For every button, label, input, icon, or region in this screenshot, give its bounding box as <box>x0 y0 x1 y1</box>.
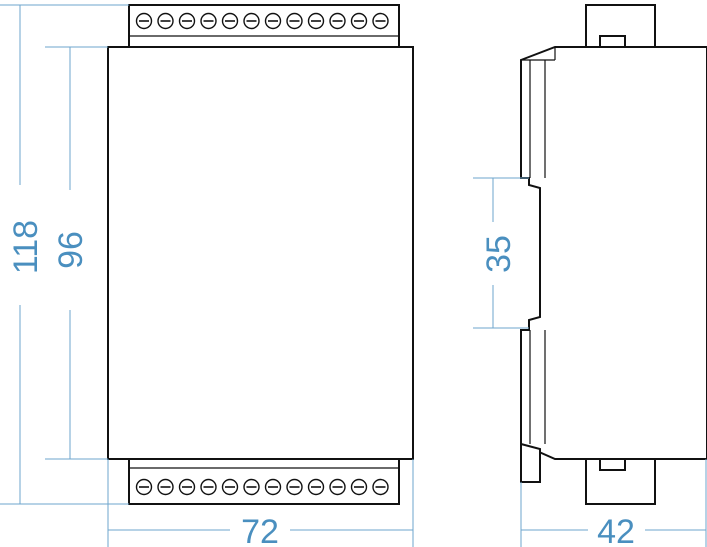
rail-width-label: 35 <box>480 235 518 273</box>
body-height-dimension: 96 <box>45 46 108 460</box>
front-width-dimension: 72 <box>107 459 414 547</box>
overall-height-dimension: 118 <box>0 4 129 505</box>
side-view <box>520 4 707 505</box>
rail-width-dimension: 35 <box>473 177 529 329</box>
overall-height-label: 118 <box>7 220 45 274</box>
side-depth-dimension: 42 <box>520 459 707 547</box>
front-width-label: 72 <box>241 513 279 547</box>
side-body <box>520 46 707 460</box>
bottom-screw-row <box>135 478 389 496</box>
side-depth-label: 42 <box>597 513 635 547</box>
front-view <box>107 4 414 505</box>
top-screw-row <box>135 12 389 30</box>
body-height-label: 96 <box>52 231 90 269</box>
front-body <box>107 46 414 460</box>
